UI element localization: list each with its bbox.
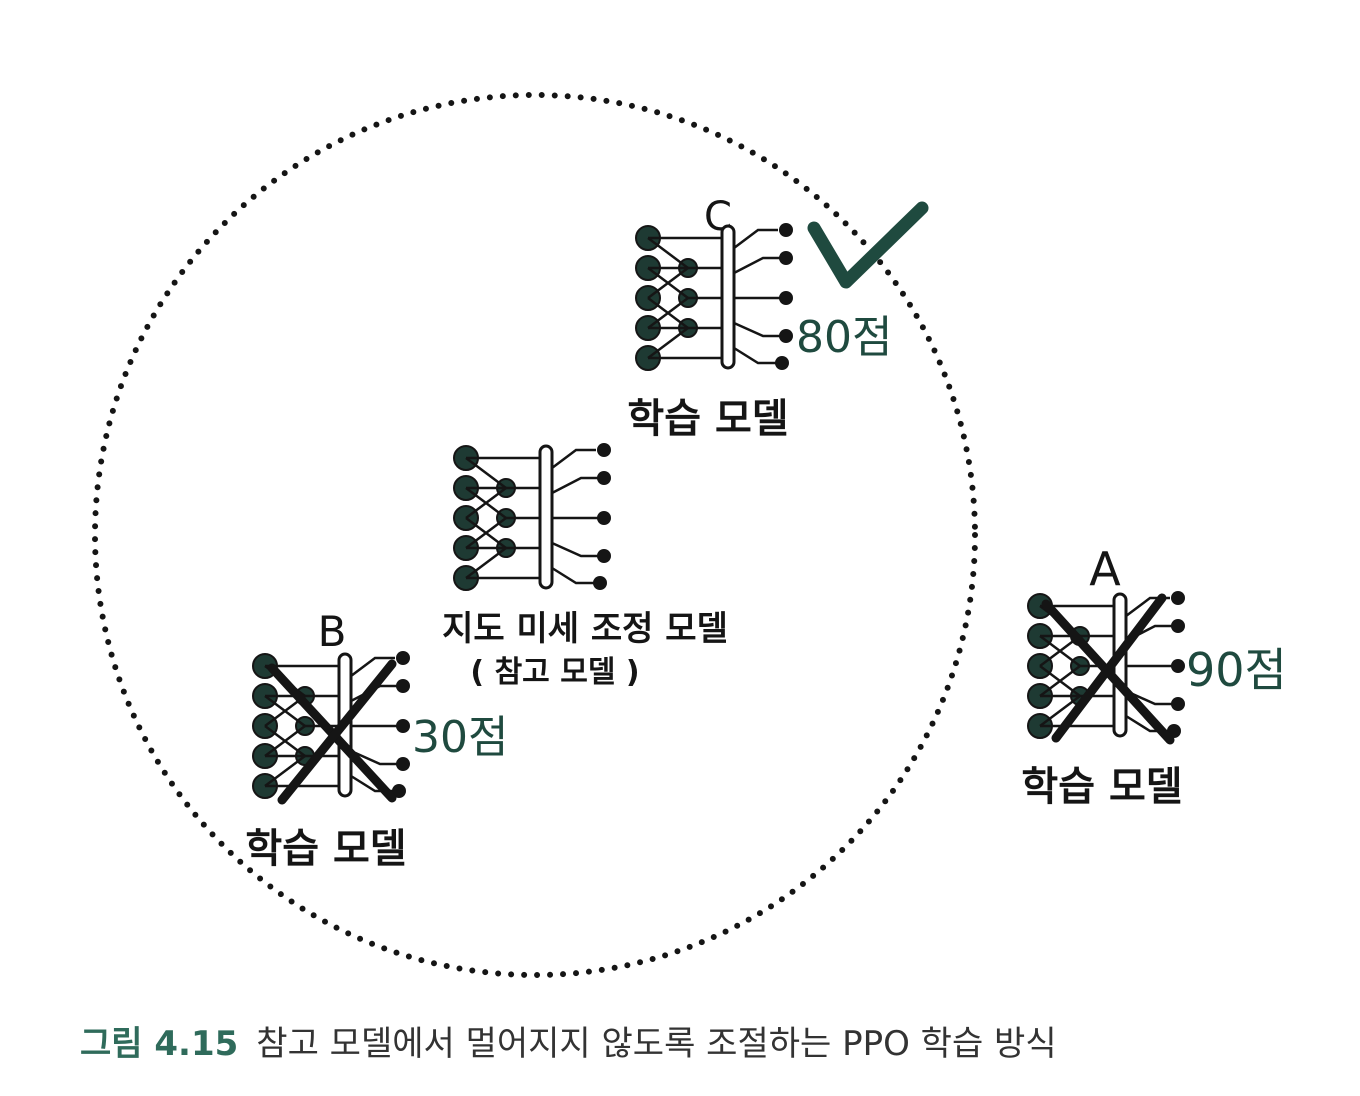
model-a-letter: A: [1089, 542, 1121, 596]
model-c-score: 80점: [796, 312, 892, 363]
figure-number: 그림 4.15: [80, 1024, 239, 1064]
model-b: B 30점 학습 모델: [245, 607, 508, 872]
model-b-score: 30점: [412, 712, 508, 763]
figure-caption-text: 참고 모델에서 멀어지지 않도록 조절하는 PPO 학습 방식: [256, 1024, 1057, 1064]
ppo-diagram: 지도 미세 조정 모델 ( 참고 모델 ) C 80점 학습 모델 B 30점 …: [92, 92, 1287, 978]
checkmark-icon: [807, 201, 929, 289]
reference-model-sublabel: ( 참고 모델 ): [470, 655, 639, 690]
trust-region-circle: [92, 92, 978, 978]
model-b-letter: B: [318, 607, 347, 656]
reference-model-label: 지도 미세 조정 모델: [442, 609, 728, 649]
model-a: A 90점 학습 모델: [1021, 542, 1286, 810]
model-c: C 80점 학습 모델: [627, 194, 929, 442]
cross-out-icon: [1041, 593, 1175, 745]
reference-model: 지도 미세 조정 모델 ( 참고 모델 ): [442, 441, 728, 690]
model-a-score: 90점: [1186, 643, 1287, 697]
cross-out-icon: [267, 659, 397, 805]
model-a-label: 학습 모델: [1021, 764, 1182, 810]
model-b-label: 학습 모델: [245, 826, 406, 872]
model-c-label: 학습 모델: [627, 396, 788, 442]
figure-caption: 그림 4.15 참고 모델에서 멀어지지 않도록 조절하는 PPO 학습 방식: [80, 1022, 1057, 1066]
